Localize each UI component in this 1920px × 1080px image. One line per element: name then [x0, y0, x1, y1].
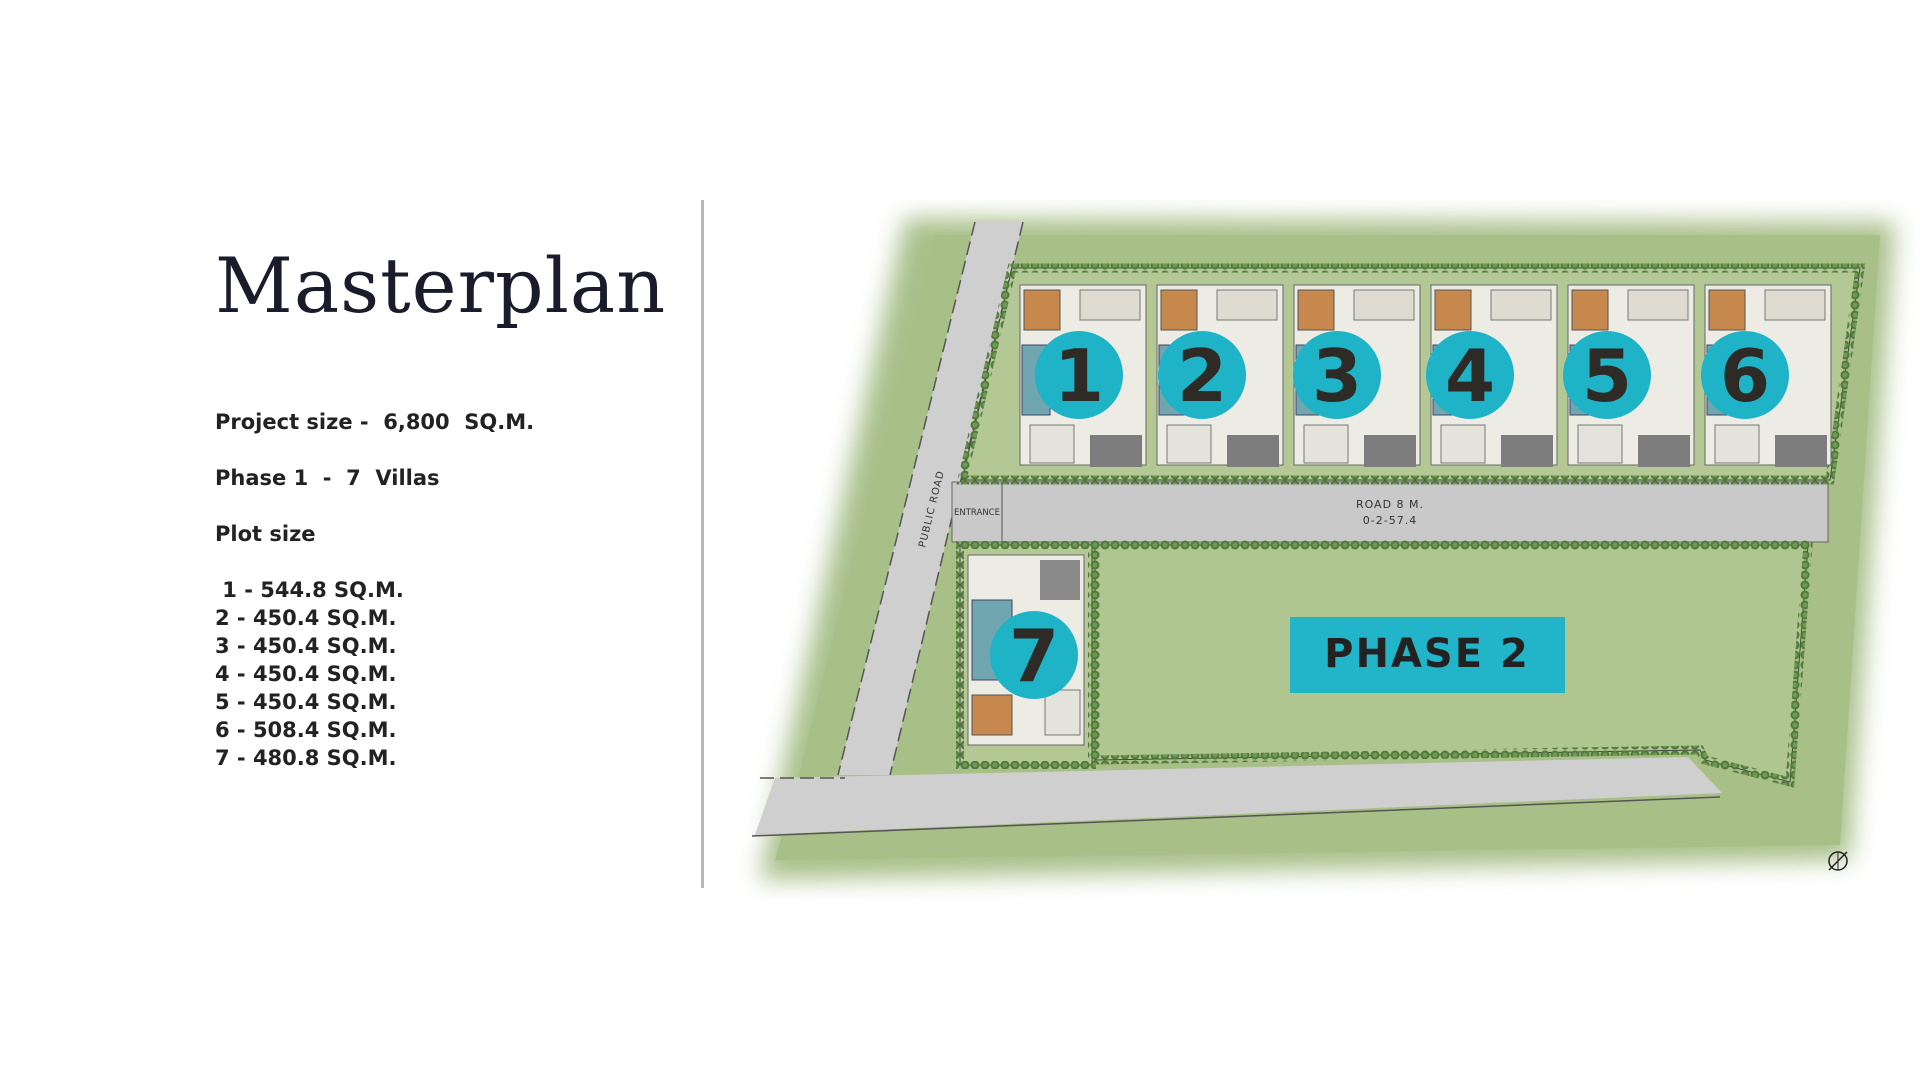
- villa-marker-6: [1701, 331, 1789, 419]
- villa-marker-7: [990, 611, 1078, 699]
- villa-marker-3: [1293, 331, 1381, 419]
- plot-size-6: 6 - 508.4 SQ.M.: [215, 718, 397, 742]
- villa-number-5: 5: [1582, 334, 1632, 418]
- plot-size-heading: Plot size: [215, 522, 316, 546]
- villa-number-1: 1: [1054, 334, 1104, 418]
- plot-size-4: 4 - 450.4 SQ.M.: [215, 662, 397, 686]
- phase-2-label: PHASE 2: [1324, 631, 1530, 677]
- villa-marker-2: [1158, 331, 1246, 419]
- villa-number-7: 7: [1009, 614, 1059, 698]
- bottom-road: [755, 757, 1722, 835]
- entrance-label: ENTRANCE: [954, 508, 1000, 518]
- plot-size-5: 5 - 450.4 SQ.M.: [215, 690, 397, 714]
- road-label: ROAD 8 M.: [1356, 498, 1424, 511]
- project-info: Project size - 6,800 SQ.M. Phase 1 - 7 V…: [215, 408, 534, 772]
- plot-size-2: 2 - 450.4 SQ.M.: [215, 606, 397, 630]
- road-area-label: 0-2-57.4: [1363, 514, 1417, 527]
- internal-road: [951, 481, 1829, 543]
- public-road: [838, 222, 1023, 775]
- villa-marker-4: [1426, 331, 1514, 419]
- villa-number-4: 4: [1445, 334, 1495, 418]
- page-title: Masterplan: [215, 241, 667, 330]
- vertical-divider: [701, 200, 704, 888]
- plot-size-3: 3 - 450.4 SQ.M.: [215, 634, 397, 658]
- north-arrow-icon: [1828, 851, 1848, 871]
- plot-size-1: 1 - 544.8 SQ.M.: [215, 578, 404, 602]
- phase-2-badge: [1290, 617, 1565, 693]
- phase-1-summary: Phase 1 - 7 Villas: [215, 466, 440, 490]
- villa-number-6: 6: [1720, 334, 1770, 418]
- project-size: Project size - 6,800 SQ.M.: [215, 410, 535, 434]
- villa-marker-1: [1035, 331, 1123, 419]
- villa-number-3: 3: [1312, 334, 1362, 418]
- villa-marker-5: [1563, 331, 1651, 419]
- plot-size-7: 7 - 480.8 SQ.M.: [215, 746, 397, 770]
- villa-number-2: 2: [1177, 334, 1227, 418]
